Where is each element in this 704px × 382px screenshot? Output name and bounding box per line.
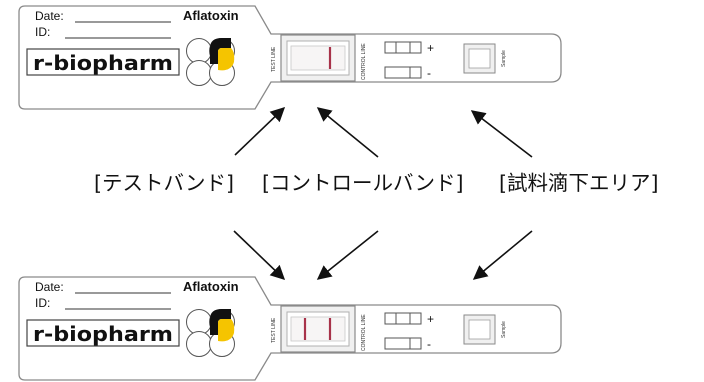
brand-logo-text: r-biopharm — [33, 51, 173, 75]
plus-sign: + — [427, 41, 434, 55]
arrow-test-band-down — [233, 230, 286, 280]
control-line-label: CONTROL LINE — [361, 43, 367, 80]
minus-sign: - — [427, 66, 431, 80]
sample-label: Sample — [501, 50, 507, 67]
arrow-test-band-up — [234, 107, 286, 156]
arrow-sample-area-down — [472, 230, 533, 280]
caption-row: [テストバンド] [コントロールバンド] [試料滴下エリア] — [0, 166, 704, 206]
test-band-caption: [テストバンド] — [94, 171, 235, 195]
cassette-bottom: Date: ID: Aflatoxin r-biopharm TEST LINE… — [18, 276, 562, 381]
date-label: Date: — [35, 280, 64, 294]
test-line-label: TEST LINE — [271, 46, 277, 72]
arrow-control-band-up — [316, 107, 379, 158]
control-band-caption: [コントロールバンド] — [262, 171, 464, 195]
product-name: Aflatoxin — [183, 8, 239, 23]
cassette-top: Date: ID: Aflatoxin r-biopharm TEST LINE… — [18, 5, 562, 110]
sample-label: Sample — [501, 321, 507, 338]
test-line-label: TEST LINE — [271, 317, 277, 343]
brand-logo-text: r-biopharm — [33, 322, 173, 346]
product-name: Aflatoxin — [183, 279, 239, 294]
plus-sign: + — [427, 312, 434, 326]
arrow-sample-area-up — [470, 110, 533, 158]
id-label: ID: — [35, 296, 50, 310]
minus-sign: - — [427, 337, 431, 351]
id-label: ID: — [35, 25, 50, 39]
arrow-control-band-down — [316, 230, 379, 280]
date-label: Date: — [35, 9, 64, 23]
sample-area-caption: [試料滴下エリア] — [499, 171, 659, 195]
control-line-label: CONTROL LINE — [361, 314, 367, 351]
